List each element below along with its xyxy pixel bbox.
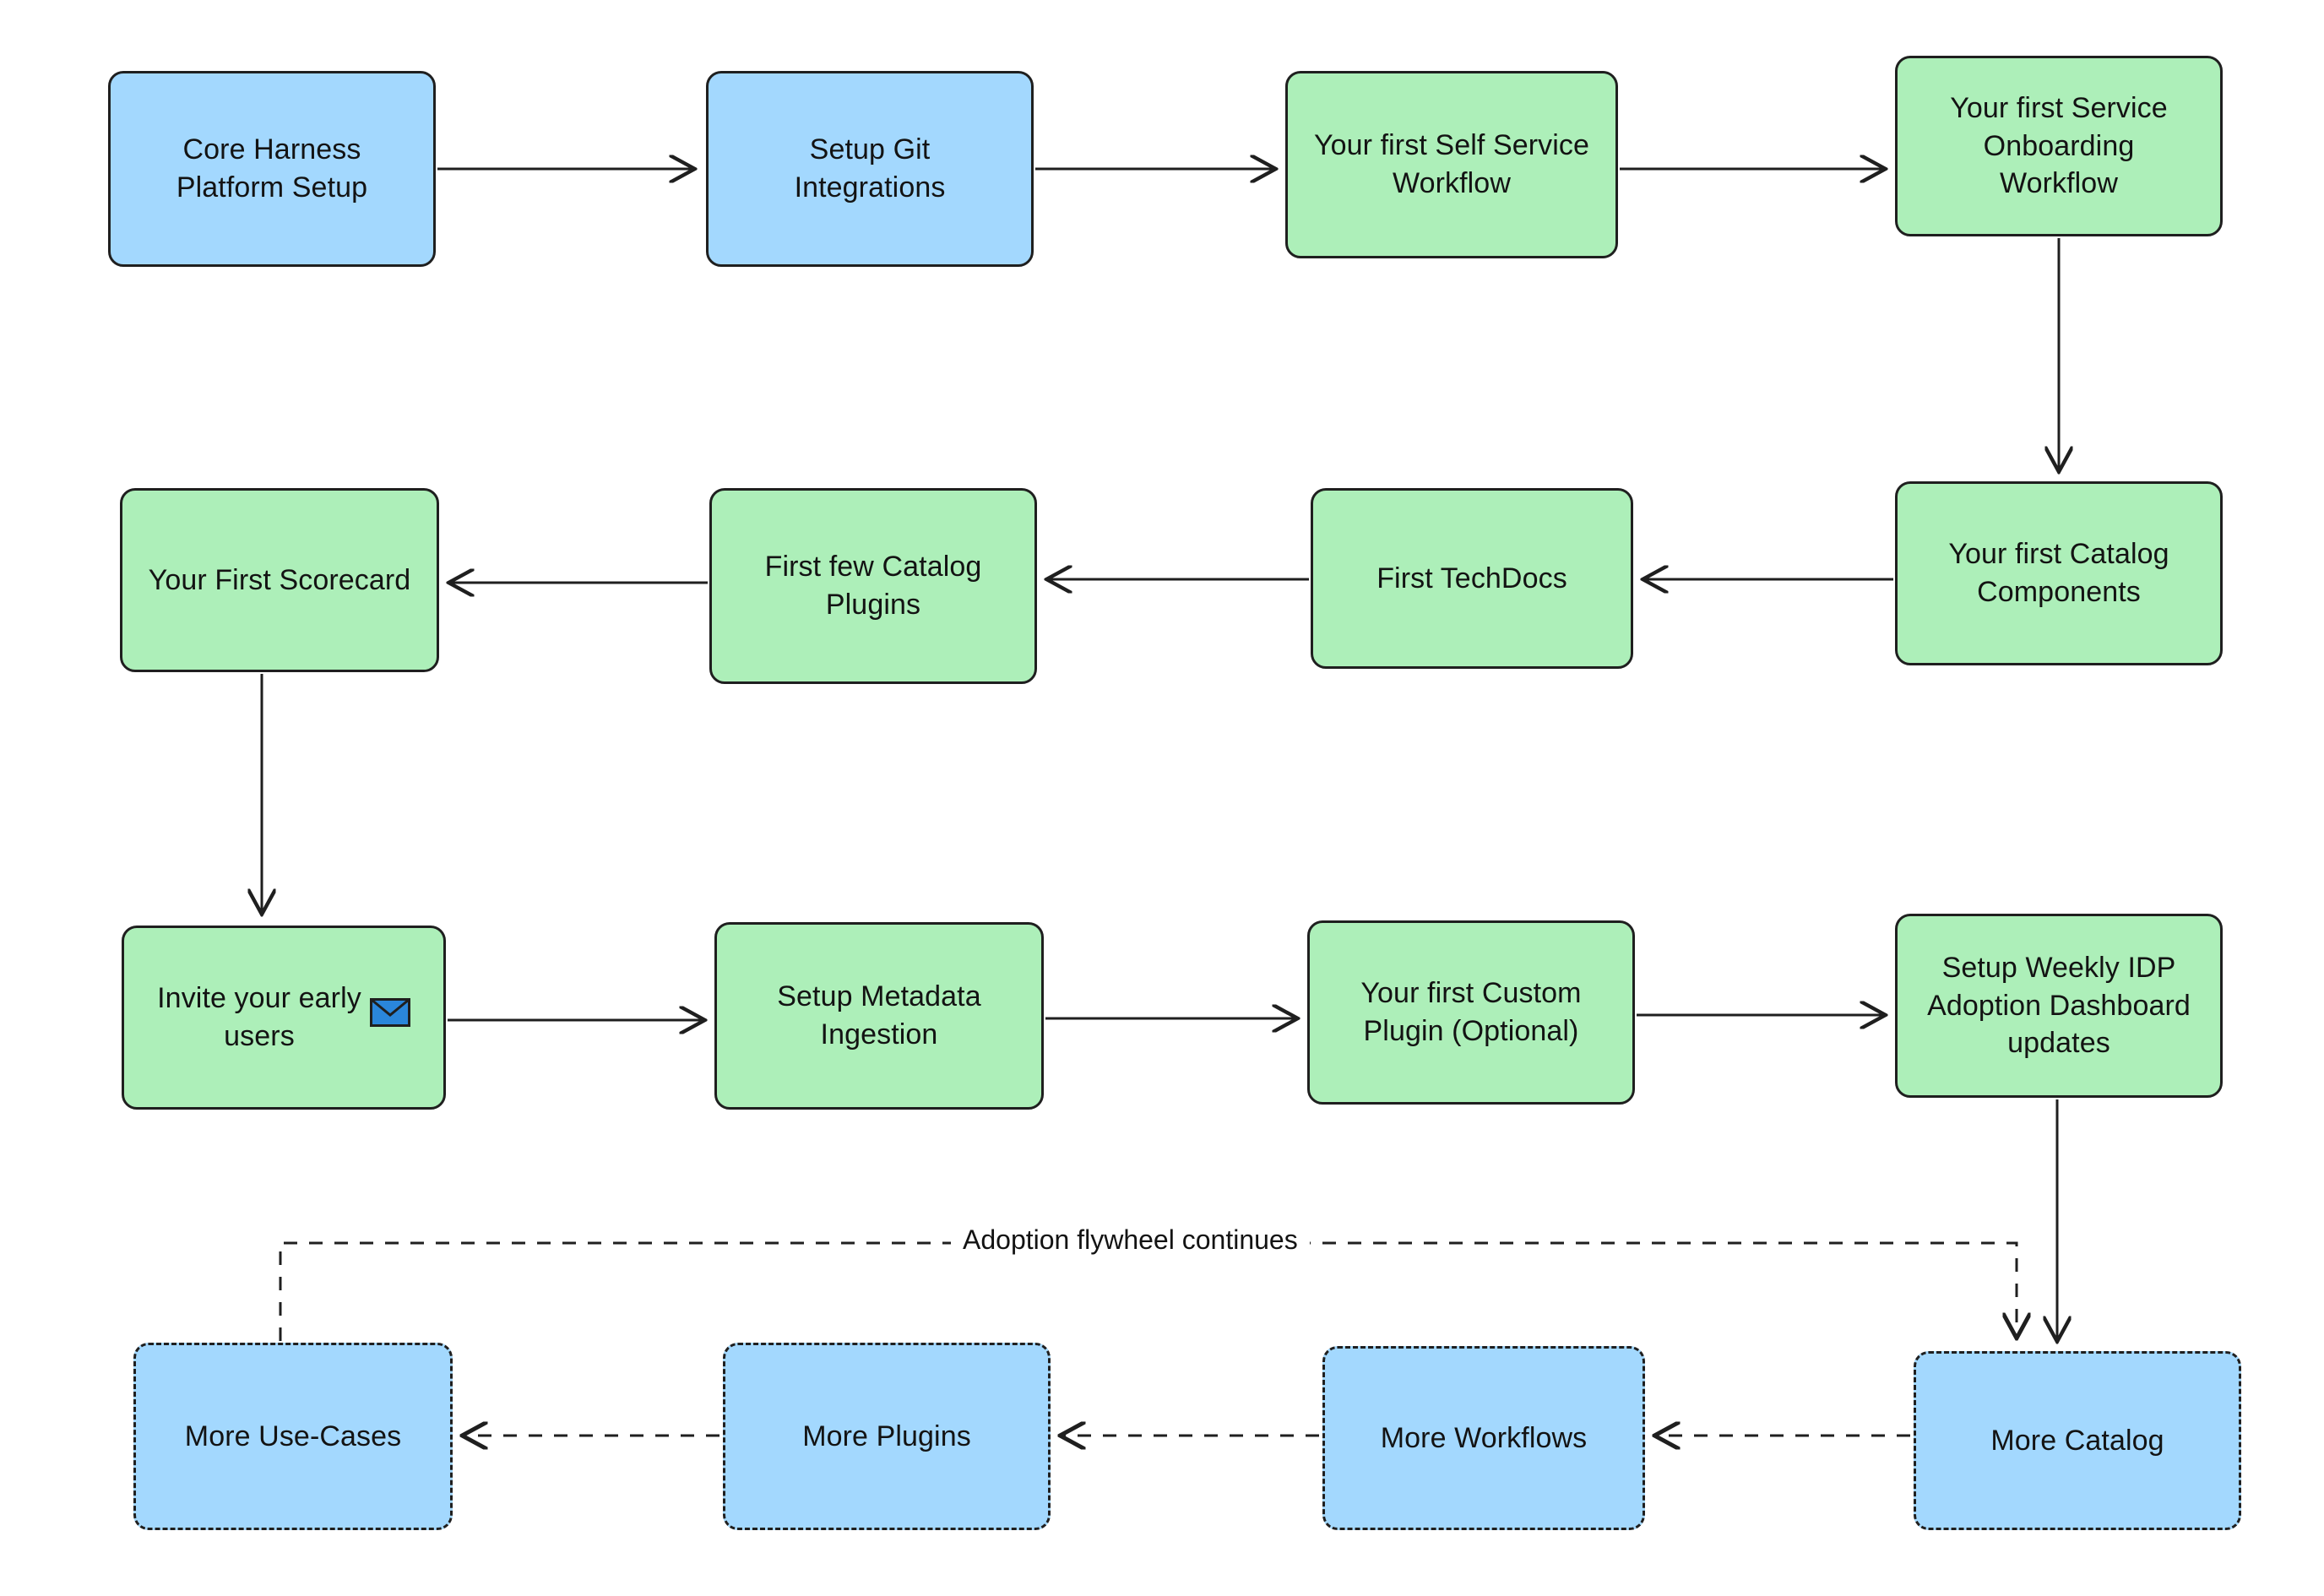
node-label: More Use-Cases xyxy=(184,1420,402,1452)
node-setup-git-integrations[interactable]: Setup Git Integrations xyxy=(706,71,1034,267)
node-more-use-cases[interactable]: More Use-Cases xyxy=(133,1343,453,1530)
node-label: First few Catalog Plugins xyxy=(764,551,982,621)
node-label: First TechDocs xyxy=(1376,562,1567,594)
node-label: Setup Metadata Ingestion xyxy=(777,980,981,1050)
node-first-few-catalog-plugins[interactable]: First few Catalog Plugins xyxy=(709,488,1037,684)
node-label: Setup Git Integrations xyxy=(794,133,946,204)
node-more-plugins[interactable]: More Plugins xyxy=(723,1343,1051,1530)
edge-flywheel-loop xyxy=(279,1241,2017,1341)
node-your-first-self-service-workflow[interactable]: Your first Self Service Workflow xyxy=(1285,71,1618,258)
node-label: Setup Weekly IDP Adoption Dashboard upda… xyxy=(1927,951,2191,1060)
node-your-first-custom-plugin[interactable]: Your first Custom Plugin (Optional) xyxy=(1307,920,1635,1105)
node-more-catalog[interactable]: More Catalog xyxy=(1914,1351,2241,1530)
node-more-workflows[interactable]: More Workflows xyxy=(1322,1346,1645,1530)
node-label: Your first Custom Plugin (Optional) xyxy=(1360,977,1582,1047)
node-setup-metadata-ingestion[interactable]: Setup Metadata Ingestion xyxy=(714,922,1044,1110)
node-setup-weekly-idp-adoption-dashboard-updates[interactable]: Setup Weekly IDP Adoption Dashboard upda… xyxy=(1895,914,2223,1098)
node-your-first-catalog-components[interactable]: Your first Catalog Components xyxy=(1895,481,2223,665)
node-invite-your-early-users[interactable]: Invite your early users xyxy=(122,926,446,1110)
node-label: More Catalog xyxy=(1990,1424,2164,1457)
node-your-first-scorecard[interactable]: Your First Scorecard xyxy=(120,488,439,672)
envelope-icon xyxy=(369,998,410,1037)
node-first-techdocs[interactable]: First TechDocs xyxy=(1311,488,1633,669)
edge-label-adoption-flywheel: Adoption flywheel continues xyxy=(951,1223,1310,1257)
node-label: Your first Catalog Components xyxy=(1948,538,2169,608)
node-label: Invite your early users xyxy=(157,982,361,1052)
node-label: Your first Self Service Workflow xyxy=(1313,129,1590,199)
node-core-harness-platform-setup[interactable]: Core Harness Platform Setup xyxy=(108,71,436,267)
node-label: Your First Scorecard xyxy=(148,563,411,596)
node-label: More Workflows xyxy=(1380,1421,1588,1454)
node-your-first-service-onboarding-workflow[interactable]: Your first Service Onboarding Workflow xyxy=(1895,56,2223,236)
node-label: More Plugins xyxy=(802,1420,971,1452)
node-label: Your first Service Onboarding Workflow xyxy=(1950,91,2168,200)
node-label: Core Harness Platform Setup xyxy=(176,133,368,204)
